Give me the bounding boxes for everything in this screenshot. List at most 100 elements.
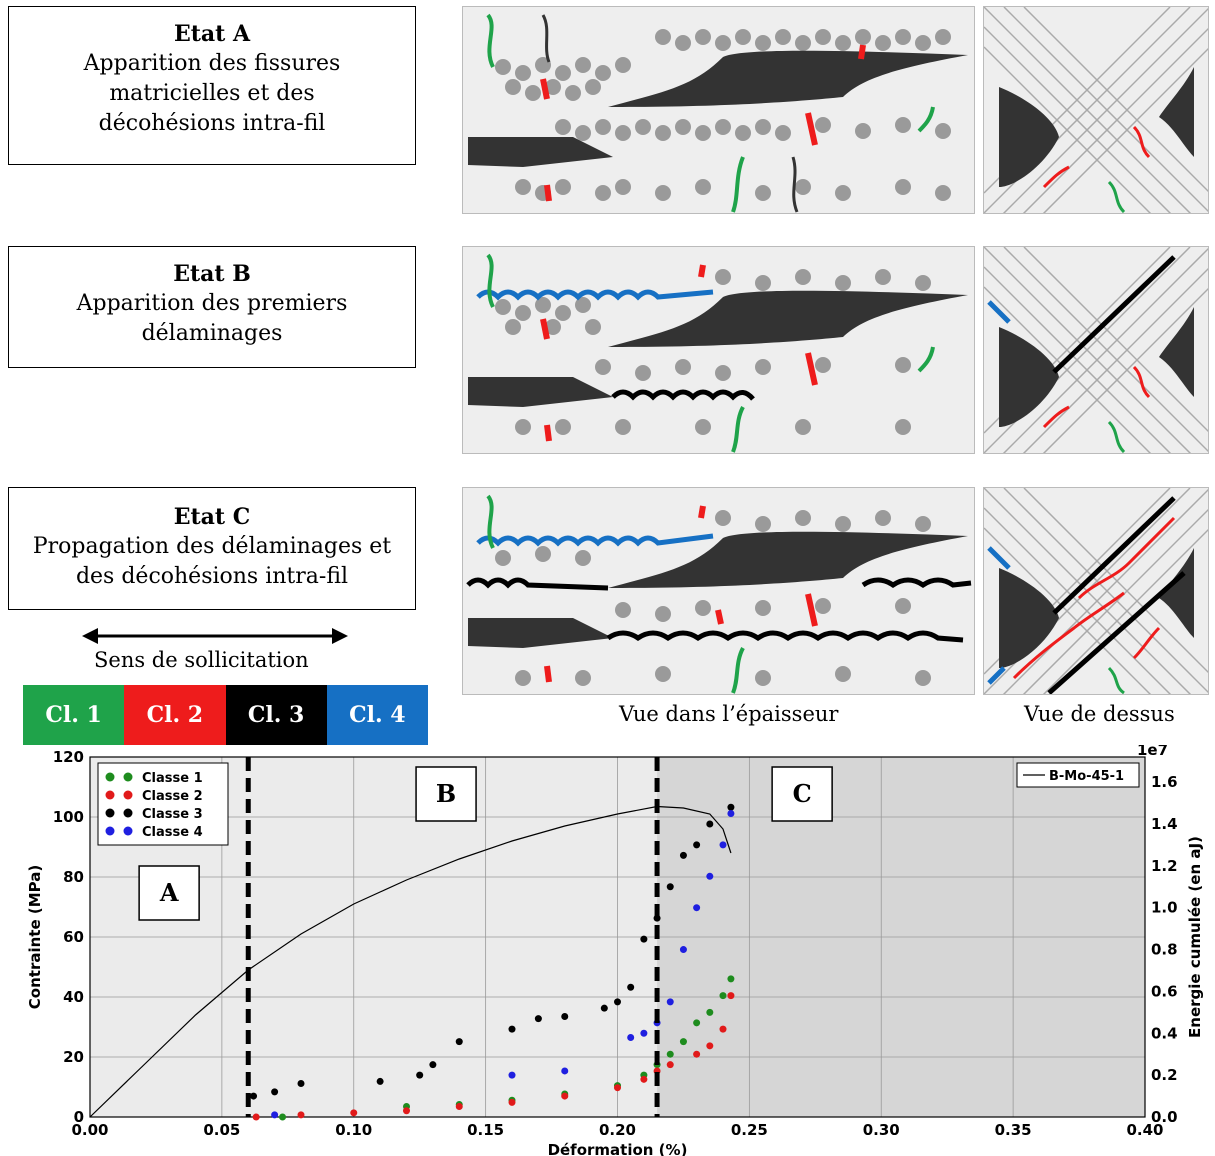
x-tick-label: 0.00	[71, 1121, 108, 1139]
classe-4-point	[693, 904, 701, 912]
y-tick-label: 20	[63, 1048, 84, 1066]
thickness-illustration-c	[466, 494, 972, 694]
classe-1-point	[706, 1008, 714, 1016]
classe-1-point	[666, 1050, 674, 1058]
class-1-label: Cl. 1	[45, 702, 102, 728]
x-tick-label: 0.35	[995, 1121, 1032, 1139]
legend-marker	[105, 826, 115, 836]
state-c-title: Etat C	[173, 504, 251, 530]
x-tick-label: 0.40	[1126, 1121, 1163, 1139]
classe-3-point	[614, 998, 621, 1006]
classe-2-point	[403, 1107, 410, 1115]
region-label-box	[138, 865, 200, 921]
sollicitation-label: Sens de sollicitation	[94, 648, 309, 672]
classe-1-point	[719, 992, 727, 1000]
state-a-title: Etat A	[173, 21, 251, 47]
classe-1-point	[693, 1019, 701, 1027]
y2-tick-label: 0.6	[1151, 982, 1178, 1000]
caption-top: Vue de dessus	[1024, 702, 1175, 726]
classe-1-point	[679, 1038, 687, 1046]
classe-1-point	[279, 1113, 287, 1121]
state-b-line: Apparition des premiers	[76, 291, 348, 316]
classe-4-point	[640, 1029, 648, 1037]
x-tick-label: 0.15	[467, 1121, 504, 1139]
y2-tick-label: 1.4	[1151, 815, 1178, 833]
y2-tick-label: 0.8	[1151, 941, 1178, 959]
classe-2-point	[693, 1050, 701, 1058]
legend-left-box	[97, 762, 229, 846]
y2-tick-label: 0.0	[1151, 1108, 1178, 1126]
state-a-line: matricielles et des	[109, 81, 315, 106]
state-b-title: Etat B	[173, 261, 251, 287]
legend-marker	[123, 826, 133, 836]
classe-2-point	[727, 992, 735, 1000]
classe-3-point	[376, 1077, 384, 1085]
plot-frame	[89, 756, 1146, 1118]
classe-3-point	[627, 983, 635, 991]
classe-2-point	[297, 1111, 305, 1119]
x-tick-label: 0.25	[731, 1121, 768, 1139]
top-illustration-a	[984, 7, 1208, 213]
class-4-label: Cl. 4	[349, 702, 406, 728]
classe-2-point	[252, 1113, 260, 1121]
double-arrow-icon	[82, 628, 348, 644]
y-tick-label: 60	[63, 928, 84, 946]
classe-2-point	[640, 1075, 648, 1083]
state-c-line: des décohésions intra-fil	[75, 564, 349, 589]
caption-thickness: Vue dans l’épaisseur	[619, 702, 839, 726]
classe-2-point	[561, 1092, 569, 1100]
top-view-a	[983, 6, 1209, 214]
classe-3-point	[706, 820, 714, 828]
state-b-line: délaminages	[141, 321, 283, 346]
state-a-box: Etat A Apparition des fissures matriciel…	[8, 6, 416, 165]
state-a-line: Apparition des fissures	[83, 51, 341, 76]
state-c-line: Propagation des délaminages et	[32, 534, 392, 559]
classe-2-point	[614, 1084, 621, 1092]
classe-2-point	[666, 1061, 674, 1069]
classe-3-point	[416, 1071, 424, 1079]
legend-marker	[123, 772, 133, 782]
classe-3-point	[508, 1025, 516, 1033]
y2-exponent-label: 1e7	[1137, 745, 1168, 759]
classe-3-point	[727, 803, 735, 811]
class-1-swatch: Cl. 1	[23, 685, 125, 745]
class-2-label: Cl. 2	[146, 702, 204, 728]
y-tick-label: 120	[53, 748, 84, 766]
classe-3-point	[297, 1080, 305, 1088]
legend-marker	[123, 808, 133, 818]
region-label-box	[415, 766, 477, 822]
legend-marker	[105, 772, 115, 782]
legend-marker	[105, 790, 115, 800]
stress-curve-line	[89, 805, 732, 1118]
legend-marker	[105, 808, 115, 818]
y2-tick-label: 1.6	[1151, 773, 1178, 791]
classe-3-point	[561, 1013, 569, 1021]
legend-left-entry: Classe 1	[142, 771, 203, 786]
state-b-box: Etat B Apparition des premiers délaminag…	[8, 246, 416, 368]
classe-3-point	[693, 841, 701, 849]
state-a-line: décohésions intra-fil	[98, 111, 326, 136]
y2-tick-label: 1.0	[1151, 899, 1178, 917]
class-2-swatch: Cl. 2	[124, 685, 226, 745]
y2-tick-label: 1.2	[1151, 857, 1178, 875]
classe-4-point	[666, 998, 674, 1006]
top-illustration-b	[984, 247, 1208, 453]
classe-3-point	[455, 1038, 463, 1046]
classe-4-point	[627, 1033, 635, 1041]
classe-4-point	[719, 841, 727, 849]
classe-4-point	[508, 1071, 516, 1079]
classe-3-point	[429, 1061, 437, 1069]
legend-left-entry: Classe 3	[142, 807, 203, 822]
top-illustration-c	[984, 488, 1208, 694]
classe-3-point	[679, 851, 687, 859]
sollicitation-arrow	[80, 624, 350, 648]
x-tick-label: 0.20	[599, 1121, 636, 1139]
classe-4-point	[679, 946, 687, 954]
thickness-illustration-b	[468, 253, 968, 453]
classe-4-point	[561, 1067, 569, 1075]
classe-2-point	[350, 1109, 358, 1117]
y-tick-label: 40	[63, 988, 84, 1006]
legend-right-entry: B-Mo-45-1	[1049, 769, 1124, 784]
legend-left-entry: Classe 4	[142, 825, 203, 840]
thickness-view-b	[462, 246, 975, 454]
